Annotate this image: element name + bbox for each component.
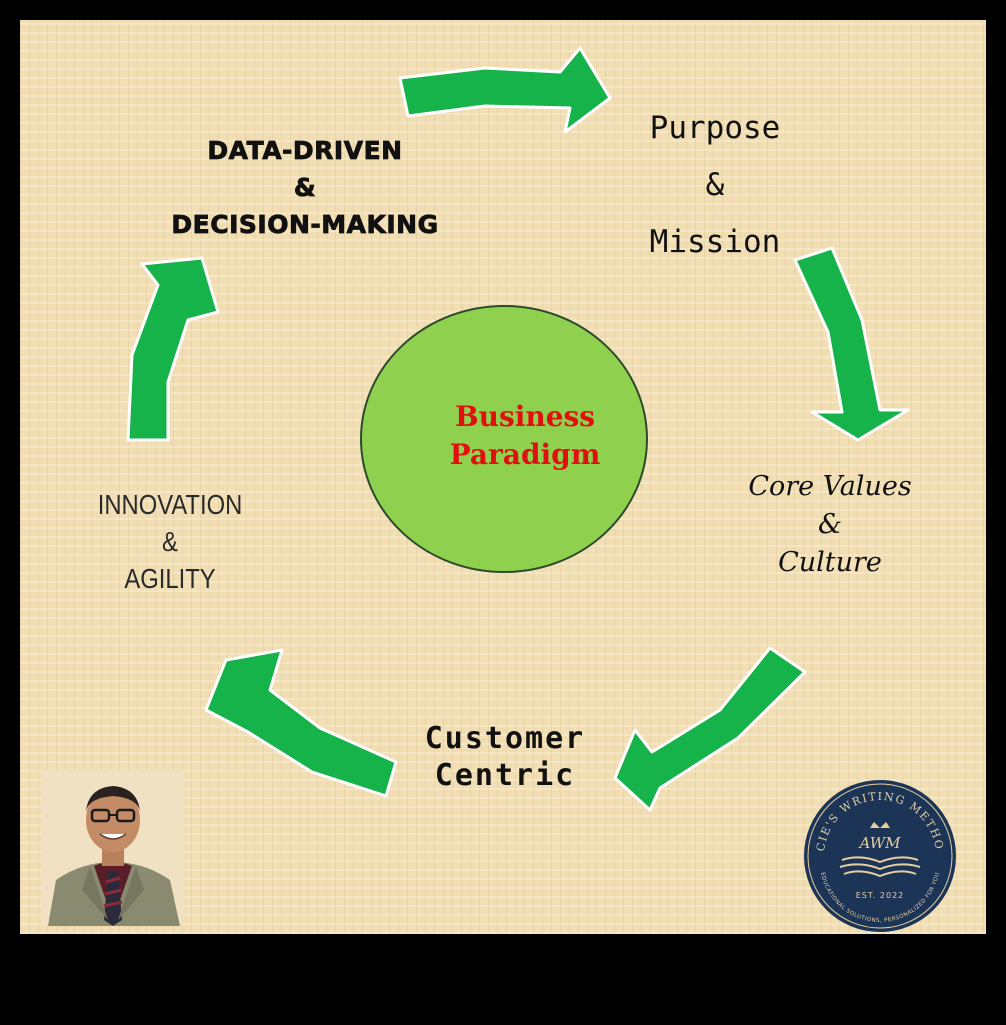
node-core-values-line2: & bbox=[817, 509, 843, 540]
cycle-diagram bbox=[126, 46, 910, 812]
crown-icon bbox=[870, 822, 890, 828]
center-label-line1: Business bbox=[454, 400, 596, 433]
center-label-line2: Paradigm bbox=[449, 438, 601, 471]
awm-logo: ACIE'S WRITING METHOD EDUCATIONAL SOLUTI… bbox=[802, 778, 956, 932]
node-data-driven-line2: & bbox=[293, 173, 317, 203]
node-core-values-line1: Core Values bbox=[748, 471, 912, 502]
center-circle bbox=[360, 305, 648, 573]
open-book-icon bbox=[839, 856, 921, 878]
node-data-driven: DATA-DRIVEN & DECISION-MAKING bbox=[130, 132, 480, 243]
arrow-innovation-to-data bbox=[126, 256, 220, 442]
node-customer-centric: Customer Centric bbox=[385, 720, 625, 794]
node-purpose: Purpose & Mission bbox=[615, 100, 815, 271]
node-innovation-line3: AGILITY bbox=[124, 563, 216, 594]
center-label: Business Paradigm bbox=[380, 398, 670, 474]
node-innovation: INNOVATION & AGILITY bbox=[77, 486, 264, 597]
arrow-customer-to-innovation bbox=[204, 648, 398, 798]
node-innovation-line1: INNOVATION bbox=[97, 489, 243, 520]
node-customer-line2: Centric bbox=[434, 758, 576, 793]
node-purpose-line1: Purpose bbox=[649, 110, 781, 146]
node-customer-line1: Customer bbox=[424, 721, 586, 756]
node-purpose-line3: Mission bbox=[649, 224, 781, 260]
diagram-canvas: Business Paradigm DATA-DRIVEN & DECISION… bbox=[20, 20, 986, 934]
author-photo bbox=[42, 770, 184, 926]
node-purpose-line2: & bbox=[705, 167, 725, 203]
node-core-values-line3: Culture bbox=[778, 547, 882, 578]
node-data-driven-line3: DECISION-MAKING bbox=[171, 210, 439, 240]
logo-est: EST. 2022 bbox=[856, 891, 905, 900]
node-innovation-line2: & bbox=[162, 526, 178, 557]
node-core-values: Core Values & Culture bbox=[710, 468, 950, 582]
arrow-core-to-customer bbox=[613, 646, 807, 812]
logo-initials: AWM bbox=[857, 834, 901, 852]
node-data-driven-line1: DATA-DRIVEN bbox=[207, 136, 403, 166]
arrow-data-to-purpose bbox=[398, 46, 612, 134]
arrow-purpose-to-core bbox=[793, 246, 910, 442]
